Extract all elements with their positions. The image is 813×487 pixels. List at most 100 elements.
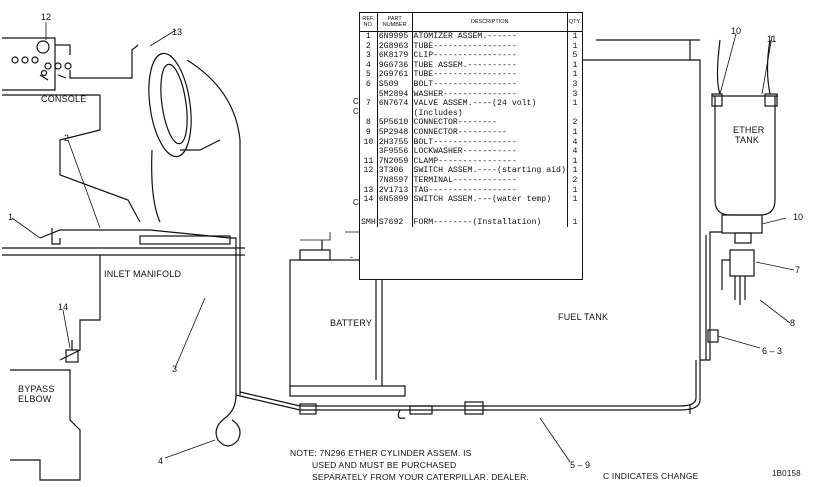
table-header-row: REF. NO. PART NUMBER DESCRIPTION QTY. xyxy=(360,13,582,32)
ref-cell: 3 xyxy=(360,51,378,61)
qty-cell: 1 xyxy=(572,41,578,51)
part-number-cell: 2H3755 xyxy=(377,137,413,148)
qty-cell: 1 xyxy=(572,127,578,137)
change-mark: C xyxy=(353,107,359,116)
table-row: (Includes) xyxy=(360,108,582,119)
figure-id: 1B0158 xyxy=(772,469,801,478)
spacer-cell xyxy=(377,204,413,218)
callout-6-3: 6 – 3 xyxy=(762,346,783,356)
ref-cell: 2 xyxy=(360,41,378,52)
ether-tank-label-line1: ETHER xyxy=(733,125,765,135)
callout-13: 13 xyxy=(172,27,183,37)
qty-cell: 1 xyxy=(572,185,578,195)
description-cell: WASHER--------------- xyxy=(412,89,568,100)
ref-cell: 12 xyxy=(360,166,378,176)
description-cell: TUBE----------------- xyxy=(412,41,568,52)
part-number-cell: 5M2894 xyxy=(377,89,413,100)
description-cell: CLAMP---------------- xyxy=(412,156,568,167)
header-ref: REF. NO. xyxy=(360,13,378,32)
callout-5-9: 5 – 9 xyxy=(570,460,591,470)
qty-cell: 3 xyxy=(572,89,578,99)
part-number-cell: 6K8179 xyxy=(377,51,413,61)
change-mark: C xyxy=(353,97,359,106)
callout-14: 14 xyxy=(58,302,69,312)
part-number-cell: 6N7674 xyxy=(377,99,413,109)
callout-2: 2 xyxy=(64,133,70,143)
description-cell: CLIP----------------- xyxy=(412,51,568,61)
console-panel xyxy=(2,37,139,96)
ref-cell: 13 xyxy=(360,185,378,196)
change-legend: C INDICATES CHANGE xyxy=(603,471,699,481)
ref-cell xyxy=(360,175,378,186)
description-cell: FORM--------(Installation) xyxy=(412,217,568,228)
ref-cell xyxy=(360,147,378,157)
table-spacer-row xyxy=(360,204,582,218)
console-label: CONSOLE xyxy=(41,94,87,104)
description-cell: VALVE ASSEM.----(24 volt) xyxy=(412,99,568,109)
qty-cell: 3 xyxy=(572,79,578,89)
callout-10-top: 10 xyxy=(731,26,742,36)
callout-4: 4 xyxy=(158,456,164,466)
part-number-cell: S7692 xyxy=(377,217,413,228)
part-number-cell: 2V1713 xyxy=(377,185,413,196)
qty-cell: 1 xyxy=(572,32,578,41)
description-cell: (Includes) xyxy=(412,108,568,119)
bypass-label-line1: BYPASS xyxy=(18,384,55,394)
part-number-cell: 9G6736 xyxy=(377,60,413,71)
callout-10-side: 10 xyxy=(793,212,804,222)
qty-cell: 1 xyxy=(572,217,578,227)
header-description: DESCRIPTION xyxy=(412,13,568,32)
part-number-cell: S509 xyxy=(377,79,413,90)
inlet-manifold xyxy=(2,228,245,361)
part-number-cell: 2G9761 xyxy=(377,70,413,80)
battery-body xyxy=(289,240,406,397)
ref-cell: 9 xyxy=(360,127,378,138)
battery-label: BATTERY xyxy=(330,318,373,328)
ref-cell: 10 xyxy=(360,137,378,148)
note-line-1: NOTE: 7N296 ETHER CYLINDER ASSEM. IS xyxy=(290,448,472,458)
change-mark: C xyxy=(353,198,359,207)
ref-cell: 1 xyxy=(360,31,378,42)
spacer-cell xyxy=(567,205,582,218)
ref-cell xyxy=(360,89,378,100)
description-cell: CONNECTOR-------- xyxy=(412,118,568,128)
ref-cell: 14 xyxy=(360,195,378,205)
description-cell: SWITCH ASSEM.---(water temp) xyxy=(412,195,568,205)
callout-11: 11 xyxy=(767,34,777,44)
qty-cell: 1 xyxy=(572,70,578,80)
part-number-cell: 5P5610 xyxy=(377,118,413,128)
battery-minus-label: - xyxy=(350,252,354,262)
header-part: PART NUMBER xyxy=(377,13,413,32)
callout-3: 3 xyxy=(172,364,178,374)
part-number-cell: 7N8597 xyxy=(377,175,413,186)
ether-lines xyxy=(215,231,722,447)
callout-1: 1 xyxy=(8,212,14,222)
qty-cell: 1 xyxy=(572,99,578,109)
qty-cell: 2 xyxy=(572,175,578,185)
description-cell: BOLT----------------- xyxy=(412,137,568,148)
bypass-elbow xyxy=(10,340,81,481)
callout-8: 8 xyxy=(790,318,796,328)
description-cell: LOCKWASHER----------- xyxy=(412,147,568,157)
part-number-cell: 7N2059 xyxy=(377,156,413,167)
part-number-cell: 5P2948 xyxy=(377,127,413,138)
ref-cell: 6 xyxy=(360,79,378,90)
spacer-cell xyxy=(412,204,568,218)
description-cell: TUBE ASSEM.---------- xyxy=(412,60,568,71)
qty-cell: 1 xyxy=(572,156,578,166)
